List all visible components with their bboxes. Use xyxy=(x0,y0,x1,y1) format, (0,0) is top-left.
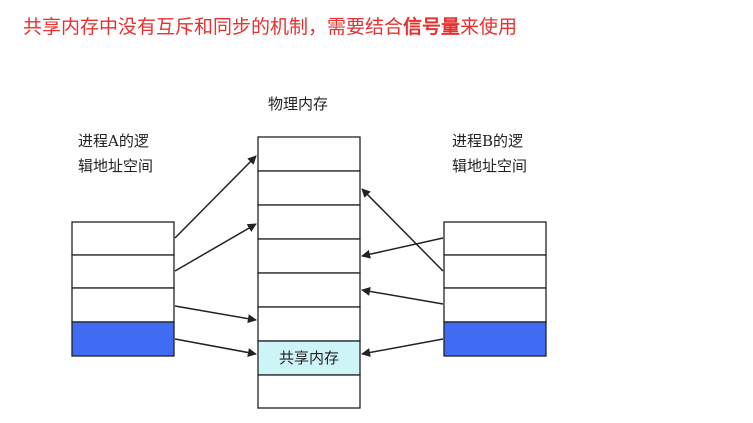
shared-memory-cell xyxy=(257,340,361,376)
physical-memory-cell xyxy=(257,170,361,206)
process-a-page xyxy=(71,221,175,256)
physical-memory-cell xyxy=(257,374,361,409)
mapping-arrow xyxy=(361,286,444,305)
process-b-page xyxy=(443,254,547,289)
physical-memory-cell xyxy=(257,204,361,240)
heading-text: 共享内存中没有互斥和同步的机制，需要结合信号量来使用 xyxy=(23,14,517,40)
mapping-arrow xyxy=(174,338,257,357)
process-a-label-line1: 进程A的逻 xyxy=(78,132,149,150)
process-b-page xyxy=(443,287,547,323)
shared-memory-label: 共享内存 xyxy=(279,349,339,367)
mapping-arrow xyxy=(361,338,444,357)
mapping-arrow xyxy=(174,305,257,324)
process-a-address-space xyxy=(71,221,175,357)
process-b-shared-page xyxy=(443,321,547,357)
process-a-label-line2: 辑地址空间 xyxy=(78,157,153,175)
physical-memory-block xyxy=(257,136,361,409)
physical-memory-cell xyxy=(257,238,361,274)
mapping-arrow xyxy=(174,155,257,239)
process-a-page xyxy=(71,287,175,323)
process-a-mappings xyxy=(174,155,257,357)
process-b-address-space xyxy=(443,221,547,357)
physical-memory-cell xyxy=(257,272,361,308)
heading-part1: 共享内存中没有互斥和同步的机制，需要结合 xyxy=(23,16,404,38)
physical-memory-cell xyxy=(257,306,361,342)
process-b-label-line1: 进程B的逻 xyxy=(452,132,523,150)
mapping-arrow xyxy=(361,237,444,259)
process-a-page xyxy=(71,254,175,289)
physical-memory-cell xyxy=(257,136,361,172)
process-a-shared-page xyxy=(71,321,175,357)
process-b-page xyxy=(443,221,547,256)
heading-bold-term: 信号量 xyxy=(403,16,461,38)
process-b-label-line2: 辑地址空间 xyxy=(452,157,527,175)
physical-memory-label: 物理内存 xyxy=(268,95,328,113)
mapping-arrow xyxy=(174,223,257,272)
heading-part2: 来使用 xyxy=(460,16,518,38)
process-b-mappings xyxy=(361,188,444,357)
mapping-arrow xyxy=(361,188,444,272)
